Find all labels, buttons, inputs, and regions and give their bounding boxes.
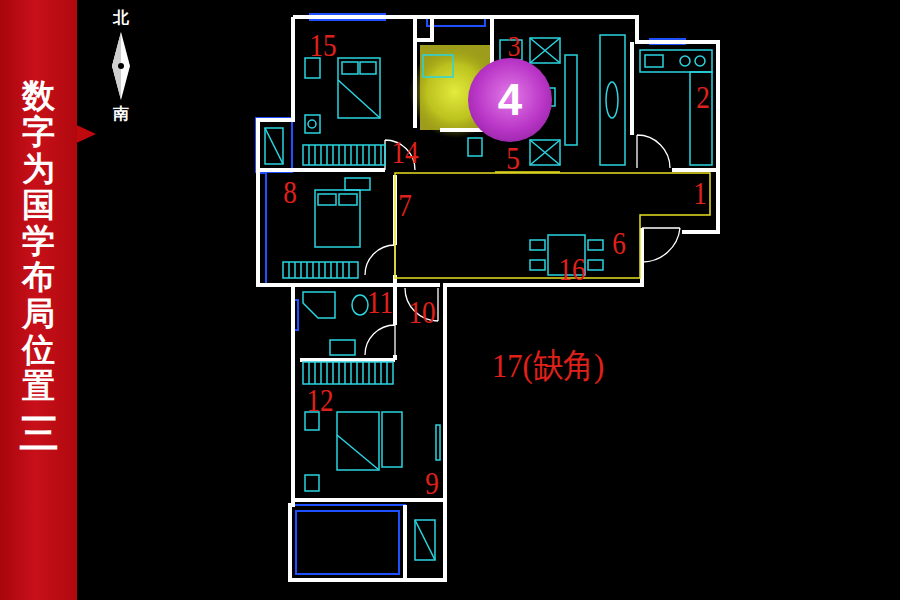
side-banner: 数字为国学布局位置三	[0, 0, 77, 600]
label-slot: 11	[367, 286, 393, 318]
label-slot: 南	[113, 106, 129, 122]
node-mark: 三	[0, 413, 77, 453]
label-slot: 1	[693, 177, 707, 209]
node-title: 4	[498, 78, 522, 122]
missing-corner-note: 17(缺角)	[492, 349, 604, 383]
label-slot: 14	[391, 136, 418, 168]
label-slot: 15	[309, 29, 336, 61]
label-slot: 7	[398, 189, 412, 221]
position-number: 11	[367, 286, 393, 318]
walls	[258, 17, 718, 580]
position-number: 15	[309, 29, 336, 61]
windows	[256, 14, 685, 580]
position-number: 3	[508, 31, 521, 61]
hall-outline	[395, 173, 710, 278]
position-number: 9	[425, 467, 439, 499]
position-number: 6	[612, 227, 626, 259]
position-number: 5	[506, 142, 520, 174]
compass-letter: 南	[113, 106, 129, 122]
position-number: 16	[558, 253, 585, 285]
label-slot: 8	[283, 176, 297, 208]
label-slot: 10	[408, 296, 435, 328]
label-slot: 16	[558, 253, 585, 285]
position-badge: 4	[468, 58, 552, 142]
label-slot: 6	[612, 227, 626, 259]
label-slot: 17(缺角)	[492, 349, 604, 383]
label-slot: 12	[306, 384, 333, 416]
position-number: 14	[391, 136, 418, 168]
position-number: 7	[398, 189, 412, 221]
position-number: 10	[408, 296, 435, 328]
position-number: 2	[696, 81, 710, 113]
compass-letter: 北	[113, 10, 129, 26]
label-slot: 3	[508, 31, 521, 61]
furniture	[265, 35, 712, 560]
position-number: 1	[693, 177, 707, 209]
label-slot: 北	[113, 10, 129, 26]
node-title: 数字为国学布局位置	[22, 78, 55, 405]
hall-outline	[495, 171, 560, 173]
position-number: 8	[283, 176, 297, 208]
label-slot: 5	[506, 142, 520, 174]
position-number: 12	[306, 384, 333, 416]
door-swings	[365, 135, 680, 455]
compass-needle	[112, 32, 130, 100]
label-slot: 9	[425, 467, 439, 499]
label-slot: 2	[696, 81, 710, 113]
